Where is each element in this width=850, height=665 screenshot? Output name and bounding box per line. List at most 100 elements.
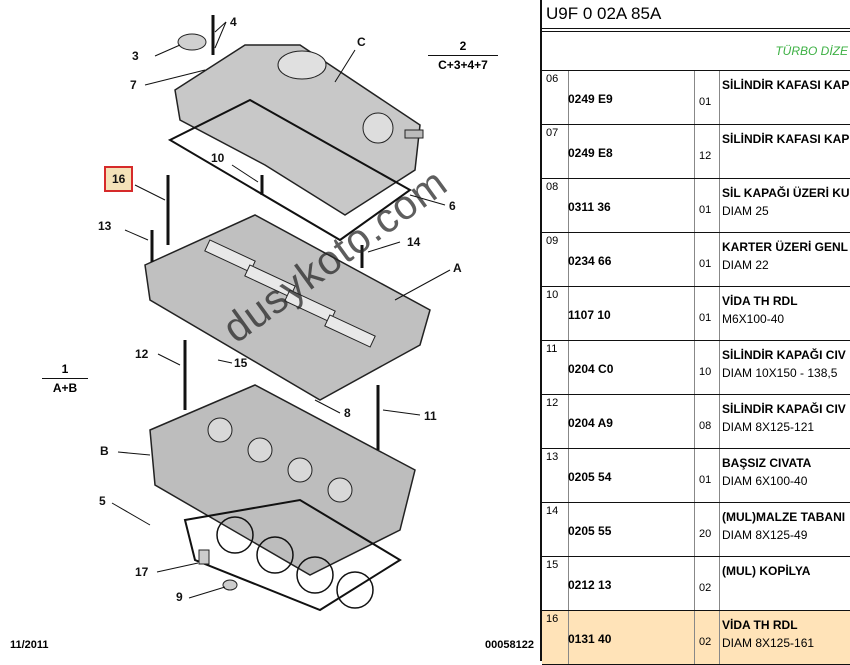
group-members: C+3+4+7 xyxy=(438,58,488,72)
group-number: 1 xyxy=(61,362,69,376)
part-title: SİLİNDİR KAPAĞI CIV xyxy=(722,402,846,416)
callout-16: 16 xyxy=(104,166,134,192)
quantity: 08 xyxy=(699,420,712,432)
quantity-cell: 10 xyxy=(697,341,720,394)
quantity-cell: 02 xyxy=(697,611,720,664)
part-number-cell: 0234 66 xyxy=(564,233,695,286)
part-title: VİDA TH RDL xyxy=(722,294,798,308)
table-row[interactable]: 10 1107 10 01 VİDA TH RDL M6X100-40 xyxy=(542,287,850,341)
part-title: BAŞSIZ CIVATA xyxy=(722,456,812,470)
part-number: 0212 13 xyxy=(568,578,612,592)
quantity: 10 xyxy=(699,366,712,378)
row-number-cell: 06 xyxy=(542,71,569,124)
part-number: 0205 54 xyxy=(568,470,612,484)
row-number-cell: 11 xyxy=(542,341,569,394)
callout-B: B xyxy=(100,444,109,458)
description-cell: (MUL) KOPİLYA xyxy=(719,557,850,610)
callout-5: 5 xyxy=(99,494,106,508)
table-row[interactable]: 12 0204 A9 08 SİLİNDİR KAPAĞI CIV DIAM 8… xyxy=(542,395,850,449)
quantity: 01 xyxy=(699,96,712,108)
diagram-id: 00058122 xyxy=(485,639,534,651)
part-number-cell: 0205 54 xyxy=(564,449,695,502)
part-number-cell: 0131 40 xyxy=(564,611,695,664)
callout-3: 3 xyxy=(132,49,139,63)
part-number-cell: 0205 55 xyxy=(564,503,695,556)
part-number: 0204 C0 xyxy=(568,362,614,376)
group-divider xyxy=(42,378,88,379)
quantity-cell: 01 xyxy=(697,179,720,232)
quantity: 02 xyxy=(699,582,712,594)
quantity-cell: 01 xyxy=(697,71,720,124)
part-number: 0249 E9 xyxy=(568,92,613,106)
description-cell: VİDA TH RDL M6X100-40 xyxy=(719,287,850,340)
part-spec: DIAM 10X150 - 138,5 xyxy=(722,366,838,380)
callout-14: 14 xyxy=(407,235,421,249)
description-cell: SİLİNDİR KAPAĞI CIV DIAM 8X125-121 xyxy=(719,395,850,448)
table-row[interactable]: 11 0204 C0 10 SİLİNDİR KAPAĞI CIV DIAM 1… xyxy=(542,341,850,395)
table-row[interactable]: 15 0212 13 02 (MUL) KOPİLYA xyxy=(542,557,850,611)
quantity-cell: 01 xyxy=(697,449,720,502)
row-number: 09 xyxy=(546,235,559,247)
table-row[interactable]: 07 0249 E8 12 SİLİNDİR KAFASI KAP xyxy=(542,125,850,179)
callout-15: 15 xyxy=(234,356,248,370)
table-row[interactable]: 08 0311 36 01 SİL KAPAĞI ÜZERİ KU DIAM 2… xyxy=(542,179,850,233)
engine-parts-drawing xyxy=(111,15,451,612)
engine-code-header: U9F 0 02A 85A xyxy=(542,0,850,29)
row-number-cell: 13 xyxy=(542,449,569,502)
part-number-cell: 0204 C0 xyxy=(564,341,695,394)
table-row[interactable]: 14 0205 55 20 (MUL)MALZE TABANI DIAM 8X1… xyxy=(542,503,850,557)
part-number: 0234 66 xyxy=(568,254,612,268)
part-number-cell: 0311 36 xyxy=(564,179,695,232)
callout-9: 9 xyxy=(176,590,183,604)
quantity: 01 xyxy=(699,258,712,270)
quantity-cell: 02 xyxy=(697,557,720,610)
part-number: 0205 55 xyxy=(568,524,612,538)
quantity: 20 xyxy=(699,528,712,540)
part-spec: M6X100-40 xyxy=(722,312,785,326)
part-number-cell: 0249 E9 xyxy=(564,71,695,124)
quantity: 12 xyxy=(699,150,712,162)
part-number: 0204 A9 xyxy=(568,416,613,430)
part-number: 0311 36 xyxy=(568,200,611,214)
quantity: 01 xyxy=(699,474,712,486)
part-title: SİLİNDİR KAPAĞI CIV xyxy=(722,348,846,362)
row-number: 13 xyxy=(546,451,559,463)
part-spec: DIAM 8X125-49 xyxy=(722,528,808,542)
parts-table: U9F 0 02A 85A TÜRBO DİZE 06 0249 E9 01 S… xyxy=(540,0,850,665)
callout-7: 7 xyxy=(130,78,137,92)
part-title: (MUL)MALZE TABANI xyxy=(722,510,846,524)
row-number: 12 xyxy=(546,397,559,409)
row-number-cell: 15 xyxy=(542,557,569,610)
callout-12: 12 xyxy=(135,347,149,361)
section-title: TÜRBO DİZE xyxy=(542,32,850,71)
callout-6: 6 xyxy=(449,199,456,213)
table-row[interactable]: 06 0249 E9 01 SİLİNDİR KAFASI KAP xyxy=(542,71,850,125)
table-row[interactable]: 09 0234 66 01 KARTER ÜZERİ GENL DIAM 22 xyxy=(542,233,850,287)
quantity: 01 xyxy=(699,204,712,216)
part-title: SİLİNDİR KAFASI KAP xyxy=(722,132,850,146)
row-number-cell: 09 xyxy=(542,233,569,286)
part-title: SİL KAPAĞI ÜZERİ KU xyxy=(722,186,850,200)
part-spec: DIAM 22 xyxy=(722,258,769,272)
group-members: A+B xyxy=(52,381,78,395)
callout-11: 11 xyxy=(424,409,437,423)
row-number: 15 xyxy=(546,559,559,571)
row-number: 07 xyxy=(546,127,559,139)
quantity-cell: 12 xyxy=(697,125,720,178)
quantity-cell: 01 xyxy=(697,233,720,286)
row-number-cell: 16 xyxy=(542,611,569,664)
diagram-date: 11/2011 xyxy=(10,639,49,651)
description-cell: VİDA TH RDL DIAM 8X125-161 xyxy=(719,611,850,664)
row-number: 10 xyxy=(546,289,559,301)
row-number-cell: 12 xyxy=(542,395,569,448)
row-number-cell: 10 xyxy=(542,287,569,340)
part-spec: DIAM 25 xyxy=(722,204,769,218)
callout-10: 10 xyxy=(211,151,225,165)
header-spacer xyxy=(542,29,850,32)
table-row[interactable]: 16 0131 40 02 VİDA TH RDL DIAM 8X125-161 xyxy=(542,611,850,665)
description-cell: KARTER ÜZERİ GENL DIAM 22 xyxy=(719,233,850,286)
row-number: 14 xyxy=(546,505,559,517)
row-number: 06 xyxy=(546,73,559,85)
description-cell: SİLİNDİR KAFASI KAP xyxy=(719,125,850,178)
table-row[interactable]: 13 0205 54 01 BAŞSIZ CIVATA DIAM 6X100-4… xyxy=(542,449,850,503)
